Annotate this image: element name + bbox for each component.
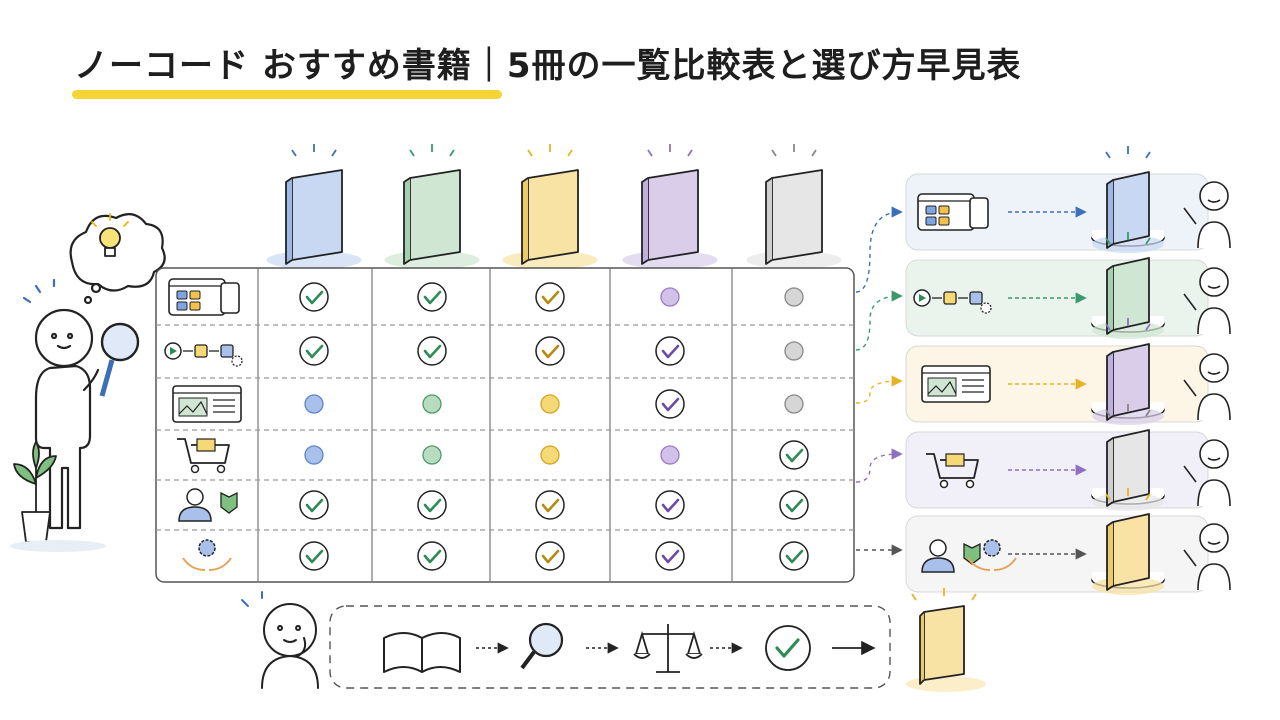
automation-flow-icon [164,342,243,367]
check-mark [417,282,447,312]
book-icon [906,588,986,692]
beginner-support-icon [921,539,1017,573]
recommendation-panel [905,404,1231,511]
recommendation-panels [905,146,1231,595]
pondering-person-illustration [241,591,319,689]
automation-flow-icon [913,289,992,314]
web-page-icon [172,385,242,423]
recommended-book [1092,318,1164,425]
check-mark [299,490,329,520]
check-mark [535,490,565,520]
check-mark [655,541,685,571]
table-to-panel-connectors [855,206,903,556]
check-mark [779,490,809,520]
dot-mark [540,445,560,465]
check-mark [779,541,809,571]
selection-flow [241,588,986,692]
page-title: ノーコード おすすめ書籍｜5冊の一覧比較表と選び方早見表 [74,46,1022,86]
web-page-icon [921,365,991,403]
beginner-user-icon [178,488,238,522]
check-mark [417,336,447,366]
plant-icon [10,441,106,552]
table-cell-marks [299,282,809,571]
check-mark [535,282,565,312]
smiling-person-icon [1183,181,1231,249]
check-mark [417,541,447,571]
book-header-purple [622,144,718,269]
open-book-icon [383,632,461,673]
dot-mark [660,287,680,307]
lightbulb-icon [91,213,129,257]
magnifier-icon [99,322,140,397]
app-builder-icon [168,278,240,316]
check-mark [417,490,447,520]
smiling-person-icon [1183,353,1231,421]
support-hands-icon [182,539,232,571]
recommendation-panel [905,146,1231,253]
recommendation-panel [905,488,1231,595]
book-header-row [266,144,842,269]
check-mark [299,336,329,366]
book-header-blue [266,144,362,269]
dot-mark [422,394,442,414]
smiling-person-icon [1183,523,1231,591]
check-mark [779,440,809,470]
recommended-book [1092,146,1164,253]
check-mark [655,336,685,366]
scale-icon [633,624,703,673]
table-row-icons [164,278,243,571]
dot-mark [784,341,804,361]
check-mark [655,490,685,520]
book-header-gray [746,144,842,269]
comparison-table [155,267,855,583]
smiling-person-icon [1183,267,1231,335]
recommended-book [1092,232,1164,339]
dot-mark [422,445,442,465]
dot-mark [540,394,560,414]
recommended-book [1092,404,1164,511]
check-icon [765,625,811,671]
dot-mark [784,394,804,414]
thinking-person-illustration [22,213,166,530]
check-mark [535,336,565,366]
check-mark [299,282,329,312]
dot-mark [784,287,804,307]
dot-mark [304,445,324,465]
check-mark [535,541,565,571]
book-header-yellow [502,144,598,269]
dot-mark [304,394,324,414]
magnifier-icon [520,622,564,670]
recommended-book [1092,488,1164,595]
dot-mark [660,445,680,465]
check-mark [655,389,685,419]
cart-icon [926,453,979,489]
check-mark [299,541,329,571]
smiling-person-icon [1183,439,1231,507]
book-header-green [384,144,480,269]
title-underline [72,90,502,99]
cart-icon [177,438,230,474]
app-builder-icon [917,193,989,231]
